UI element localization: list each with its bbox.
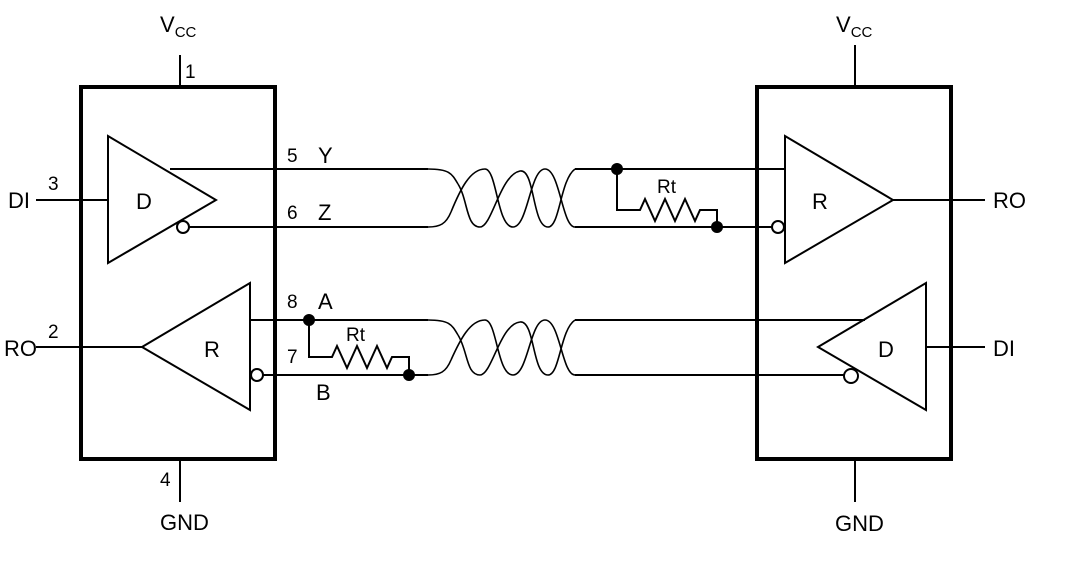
left-driver-invert-bubble: [176, 220, 190, 234]
bottom-termination-resistor: [308, 320, 410, 375]
line-z-label: Z: [318, 200, 331, 225]
right-driver-invert-bubble: [843, 368, 859, 384]
twist-strand-3: [457, 319, 576, 376]
bottom-twisted-pair: 8 A 7 B Rt: [250, 289, 865, 405]
right-di-label: DI: [993, 336, 1015, 361]
right-transceiver: VCC GND R RO D DI: [755, 12, 1026, 536]
right-receiver-label: R: [812, 189, 828, 214]
left-gnd-label: GND: [160, 510, 209, 535]
left-pin-2: 2: [48, 322, 59, 343]
pin-8-label: 8: [287, 292, 298, 313]
left-receiver-symbol: [140, 281, 251, 412]
left-driver-symbol: [107, 134, 218, 265]
left-di-label: DI: [8, 188, 30, 213]
top-termination-resistor: [616, 169, 718, 227]
line-b-label: B: [316, 380, 331, 405]
right-receiver-invert-bubble: [771, 220, 785, 234]
left-chip-body: [79, 85, 277, 461]
line-y-label: Y: [318, 143, 333, 168]
left-pin-3: 3: [48, 174, 59, 195]
twist-strand-1: [457, 168, 576, 228]
right-receiver-symbol: [784, 134, 895, 265]
top-twisted-pair: 5 Y 6 Z Rt: [170, 143, 785, 233]
right-vcc-label: VCC: [836, 12, 873, 41]
right-chip-body: [755, 85, 953, 461]
left-transceiver: VCC 1 4 GND DI 3 D RO 2 R: [4, 12, 277, 535]
left-receiver-invert-bubble: [250, 368, 264, 382]
twist-entry-bottom: [427, 319, 459, 376]
line-a-label: A: [318, 289, 333, 314]
pin-5-label: 5: [287, 146, 298, 167]
left-receiver-label: R: [204, 337, 220, 362]
right-driver-symbol: [816, 281, 927, 412]
left-vcc-label: VCC: [160, 12, 197, 41]
left-driver-label: D: [136, 189, 152, 214]
twist-entry: [427, 168, 459, 228]
pin-6-label: 6: [287, 203, 298, 224]
bottom-resistor-label: Rt: [346, 325, 366, 346]
twist-strand-2: [450, 168, 576, 228]
top-resistor-label: Rt: [657, 177, 677, 198]
left-pin-4: 4: [160, 470, 171, 491]
left-pin-1: 1: [185, 62, 196, 83]
right-driver-label: D: [878, 337, 894, 362]
left-ro-label: RO: [4, 336, 37, 361]
pin-7-label: 7: [287, 347, 298, 368]
twist-strand-4: [450, 319, 576, 376]
right-ro-label: RO: [993, 188, 1026, 213]
right-gnd-label: GND: [835, 511, 884, 536]
